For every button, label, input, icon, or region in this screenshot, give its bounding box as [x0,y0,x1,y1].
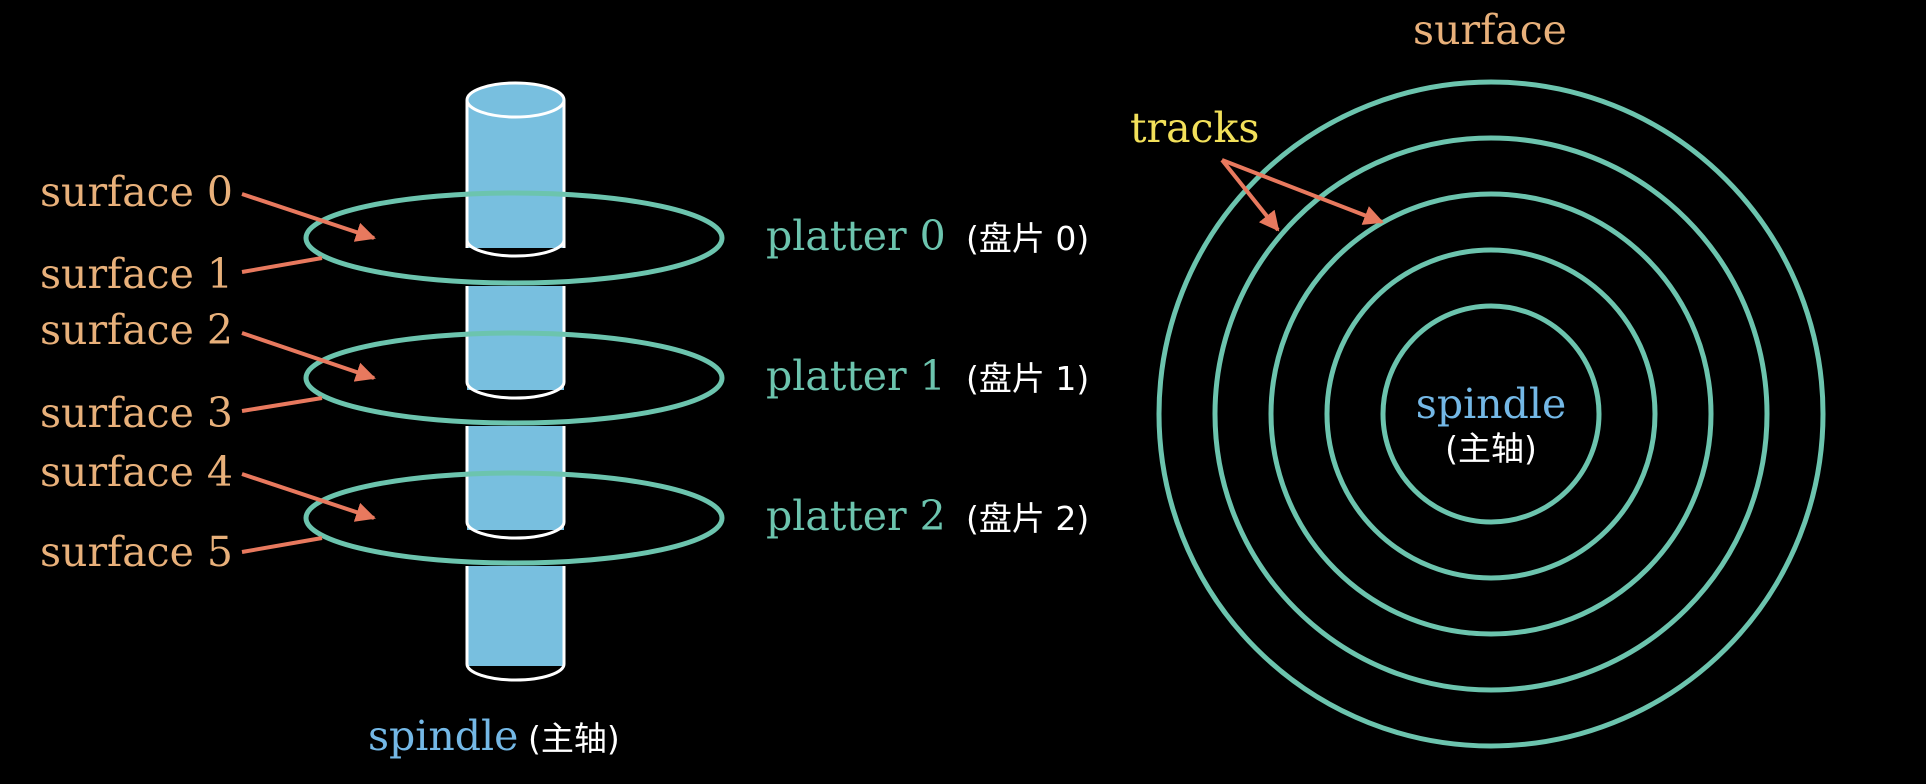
spindle-label-right: spindle [1416,380,1566,428]
spindle-cn-right: (主轴) [1445,429,1537,468]
surface-label-2: surface 2 [40,306,233,354]
spindle-cn-left: (主轴) [528,719,620,758]
surface-label-4: surface 4 [40,448,233,496]
spindle-cylinder [465,81,566,682]
tracks-arrows [1220,158,1384,232]
platter-1 [303,330,725,426]
track-ring-0 [1380,303,1602,525]
surface-label-3: surface 3 [40,389,233,437]
track-ring-4 [1156,79,1826,749]
platter-cn-0: (盘片 0) [966,219,1089,258]
surface-label-0: surface 0 [40,168,233,216]
surface-label-5: surface 5 [40,528,233,576]
spindle-label-left: spindle [368,712,518,760]
platter-label-2: platter 2 [766,492,946,540]
platter-cn-1: (盘片 1) [966,359,1089,398]
track-ring-3 [1212,135,1770,693]
tracks-label: tracks [1130,104,1259,152]
platter-stack: surface 0 surface 1 surface 2 surface 3 … [40,81,1089,760]
surface-arrows [241,192,376,554]
track-ring-2 [1268,191,1714,637]
track-ring-1 [1324,247,1658,581]
platter-0 [303,190,725,286]
track-rings [1156,79,1826,749]
surface-title: surface [1413,6,1567,54]
platter-cn-2: (盘片 2) [966,499,1089,538]
platter-2 [303,470,725,566]
platter-label-0: platter 0 [766,212,946,260]
platter-label-1: platter 1 [766,352,946,400]
surface-label-1: surface 1 [40,250,233,298]
surface-top-view: surface tracks spindle (主轴) [1130,6,1826,749]
